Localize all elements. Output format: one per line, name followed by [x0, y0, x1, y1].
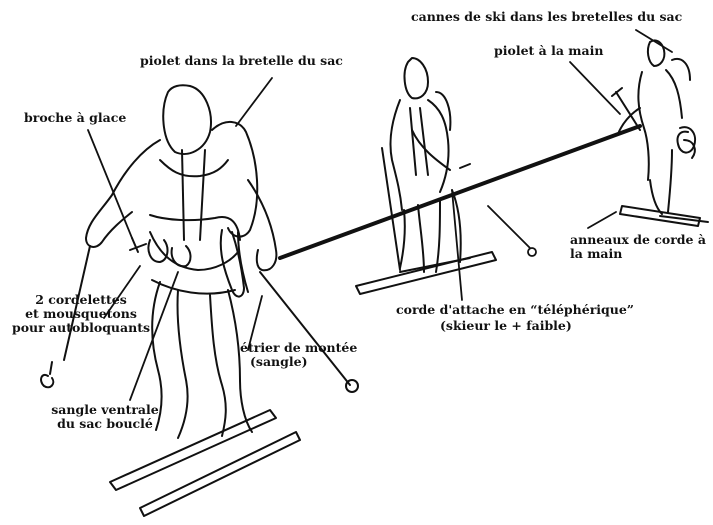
label-cannes-de-ski: cannes de ski dans les bretelles du sac: [411, 10, 682, 24]
label-cordelettes-1: 2 cordelettes: [6, 293, 156, 307]
label-cordelettes-3: pour autobloquants: [6, 321, 156, 335]
label-corde-attache-2: (skieur le + faible): [440, 319, 572, 333]
label-etrier-1: étrier de montée: [240, 341, 357, 355]
middle-skier: [356, 58, 496, 294]
label-anneaux-2: la main: [570, 247, 622, 261]
label-corde-attache-1: corde d'attache en “téléphérique”: [396, 303, 634, 317]
label-piolet-bretelle: piolet dans la bretelle du sac: [140, 54, 343, 68]
label-sangle-1: sangle ventrale: [40, 403, 170, 417]
back-skier: [612, 40, 708, 226]
label-cordelettes-2: et mousquetons: [6, 307, 156, 321]
label-sangle-2: du sac bouclé: [40, 417, 170, 431]
label-broche-glace: broche à glace: [24, 111, 126, 125]
label-etrier-2: (sangle): [250, 355, 308, 369]
label-piolet-main: piolet à la main: [494, 44, 603, 58]
label-anneaux-1: anneaux de corde à: [570, 233, 706, 247]
